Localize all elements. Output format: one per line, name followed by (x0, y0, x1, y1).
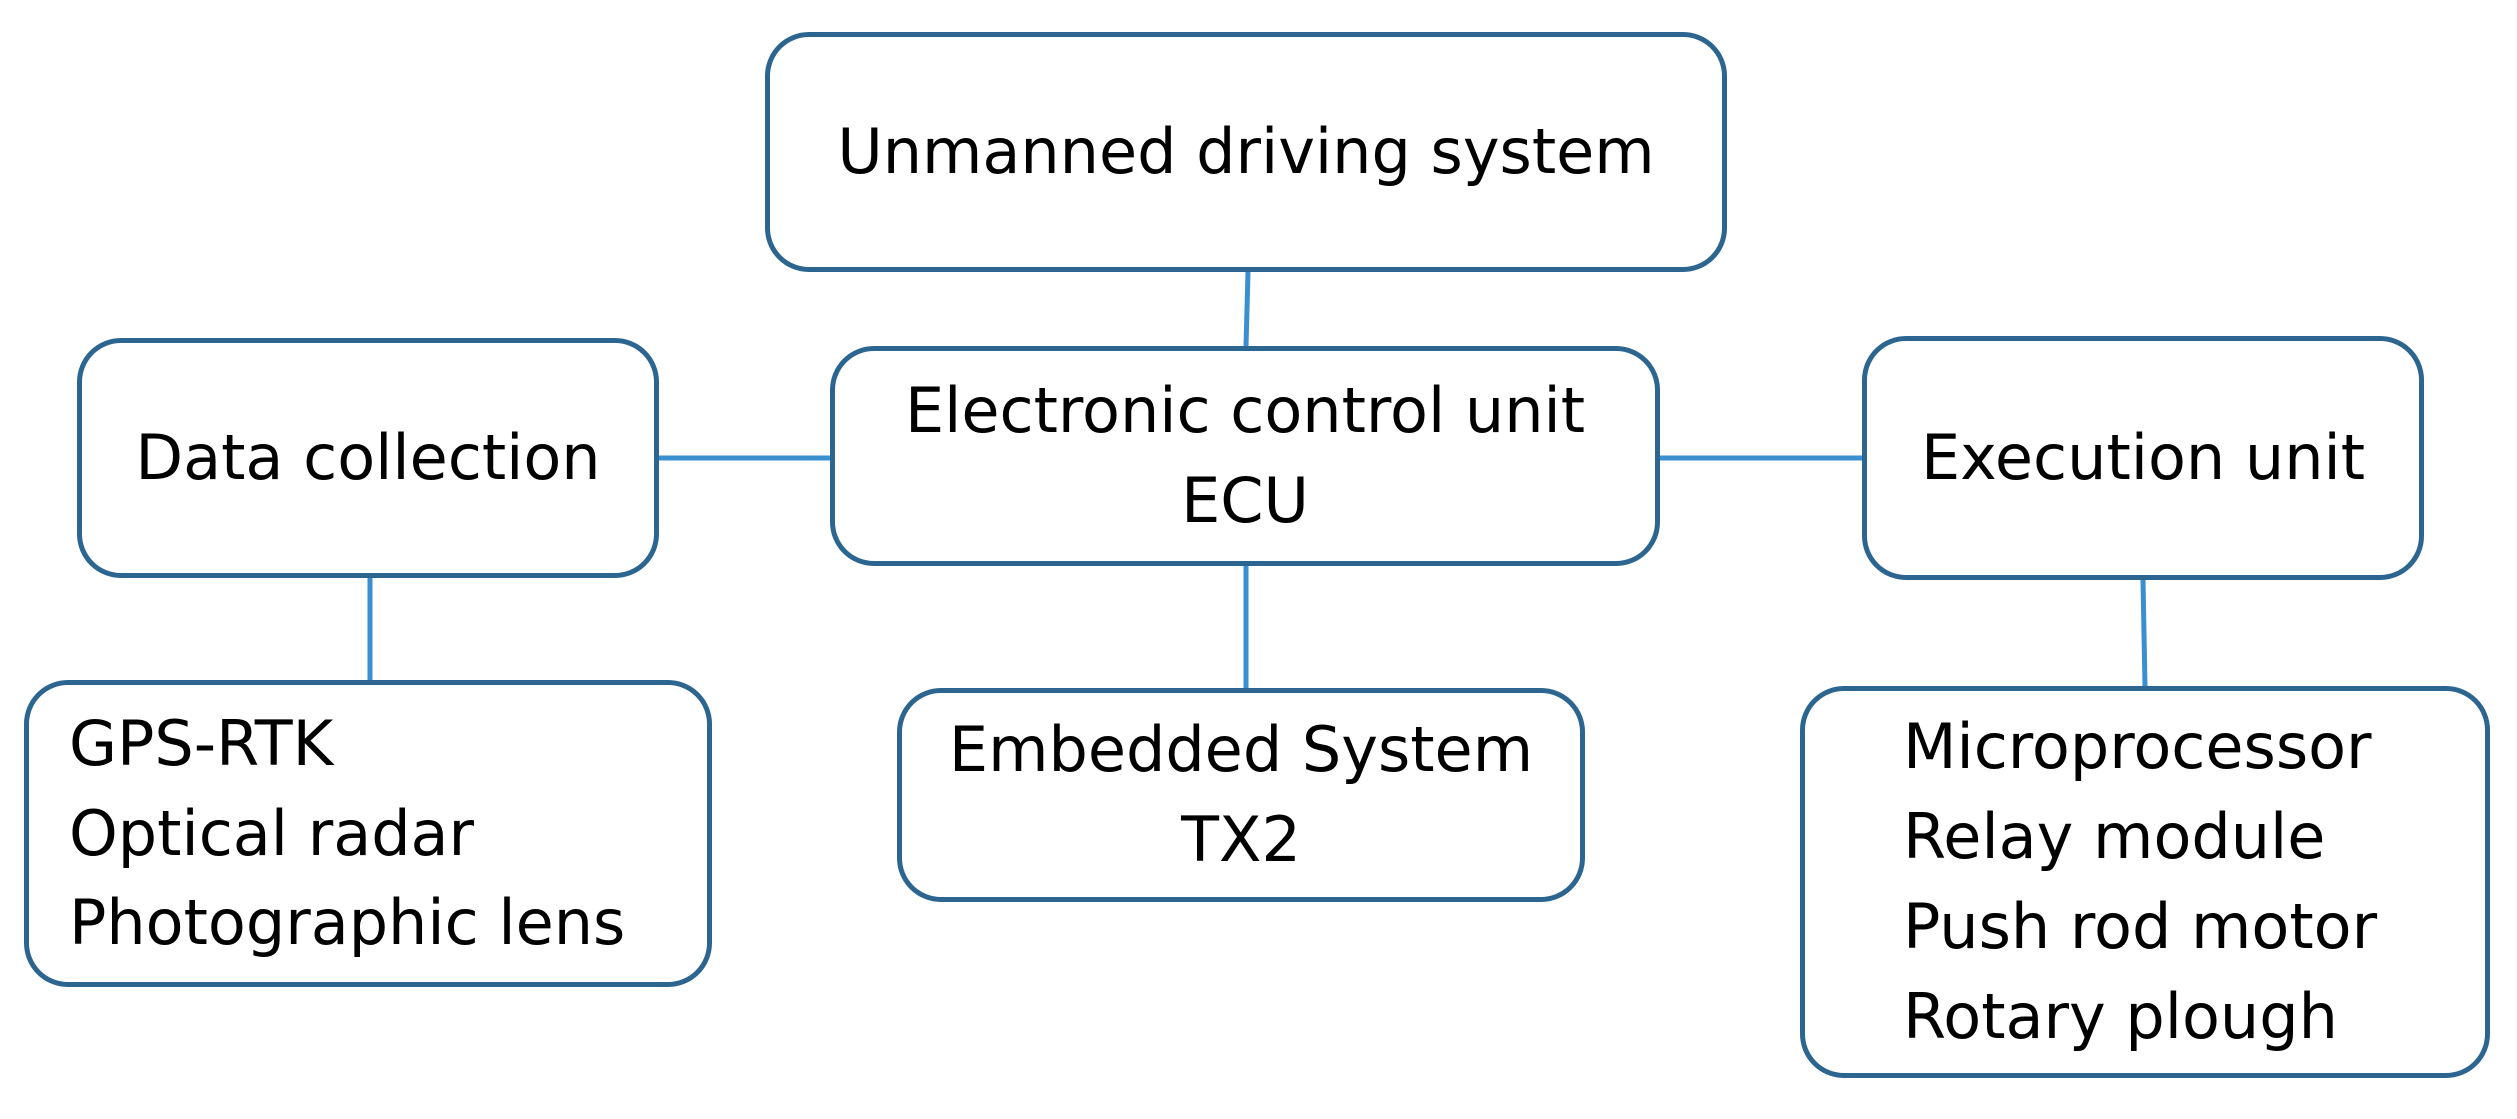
node-item: Optical radar (69, 796, 475, 870)
edge-top-center (1243, 271, 1251, 347)
node-electronic-control-unit: Electronic control unit ECU (830, 346, 1660, 566)
node-label: Data collection (135, 421, 601, 495)
node-label: TX2 (1181, 803, 1301, 876)
node-item: Rotary plough (1903, 979, 2338, 1053)
node-label: Electronic control unit (904, 374, 1586, 448)
edge-right-bottomright (2140, 579, 2148, 687)
node-sensors: GPS-RTK Optical radar Photographic lens (24, 680, 712, 987)
node-data-collection: Data collection (77, 338, 659, 578)
node-actuators: Microprocessor Relay module Push rod mot… (1800, 686, 2490, 1078)
node-label: Unmanned driving system (837, 115, 1655, 189)
node-item: Photographic lens (69, 886, 626, 960)
node-label: Embedded System (948, 713, 1534, 787)
node-item: Microprocessor (1903, 710, 2372, 784)
node-item: GPS-RTK (69, 706, 334, 780)
node-label: Execution unit (1920, 421, 2366, 495)
node-label: ECU (1181, 464, 1309, 537)
node-embedded-system: Embedded System TX2 (897, 688, 1585, 902)
node-unmanned-driving-system: Unmanned driving system (765, 32, 1727, 272)
node-item: Push rod motor (1903, 890, 2378, 963)
node-execution-unit: Execution unit (1862, 336, 2424, 580)
node-item: Relay module (1903, 800, 2326, 874)
